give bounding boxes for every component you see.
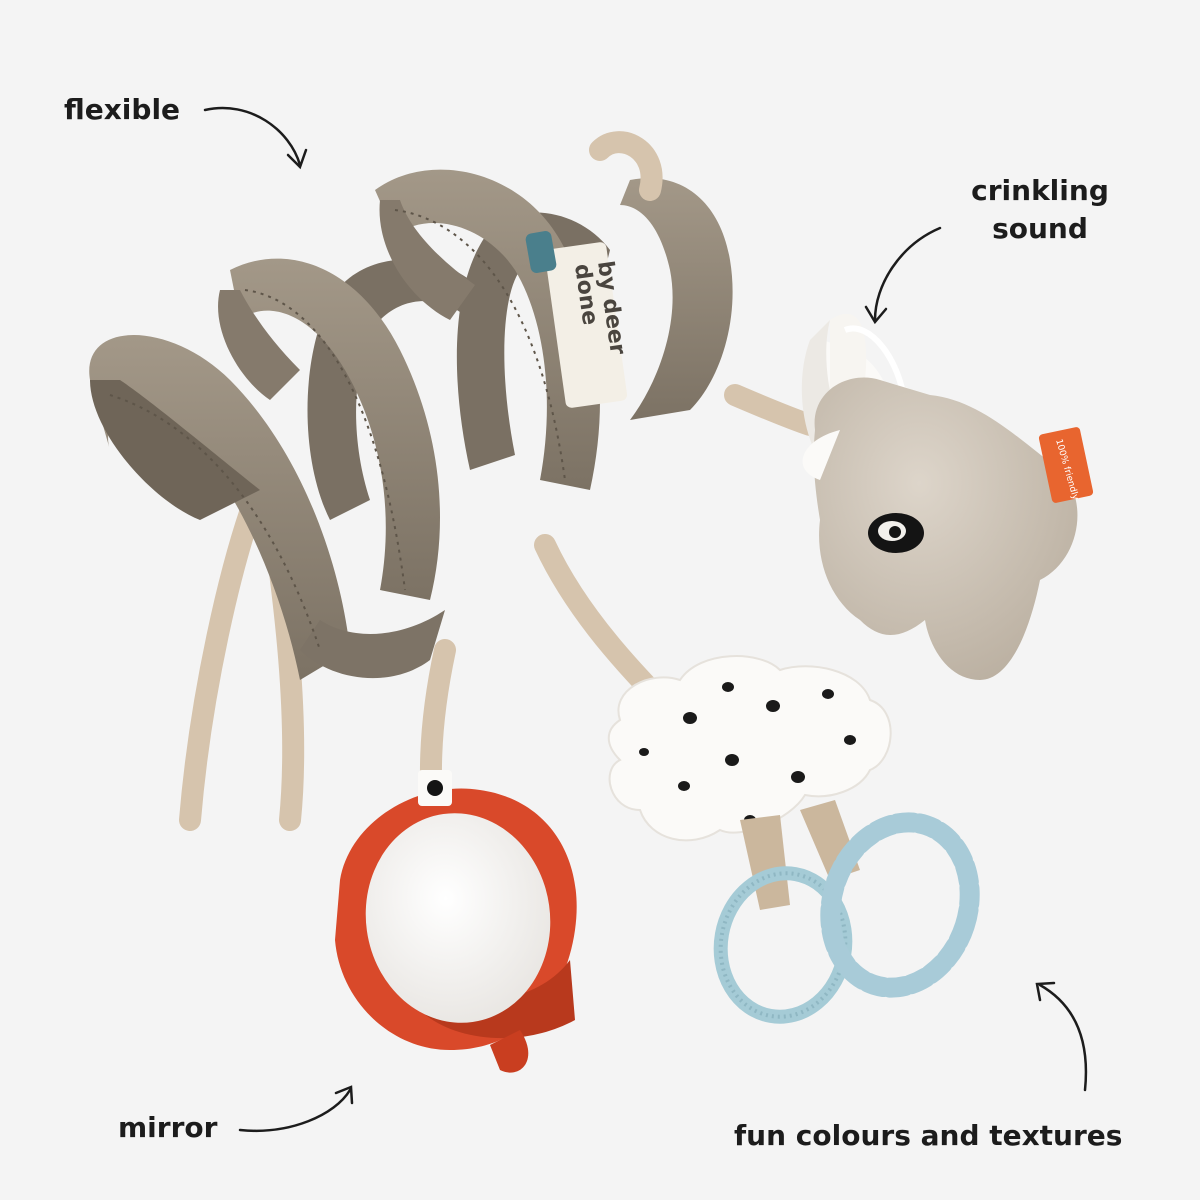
annotation-fun-colours: fun colours and textures (734, 1119, 1123, 1152)
cloud-toy (607, 655, 892, 842)
annotation-crinkling-sound: crinkling sound (950, 172, 1130, 248)
deer-toy: 100% friendly (801, 313, 1094, 680)
annotation-mirror: mirror (118, 1111, 218, 1144)
flexible-arrow (203, 106, 302, 167)
annotation-crinkling-line2: sound (992, 212, 1088, 245)
crinkling-arrow (873, 226, 942, 322)
annotation-crinkling-line1: crinkling (971, 174, 1109, 207)
annotation-flexible: flexible (64, 93, 181, 126)
mirror-arrow (238, 1088, 352, 1132)
mirror-toy (335, 770, 577, 1073)
fun-arrow (1038, 983, 1088, 1092)
top-loop (589, 131, 663, 201)
annotation-arrows (203, 106, 1088, 1132)
brand-tag: done by deer (525, 230, 630, 408)
teether-rings (713, 812, 980, 1024)
